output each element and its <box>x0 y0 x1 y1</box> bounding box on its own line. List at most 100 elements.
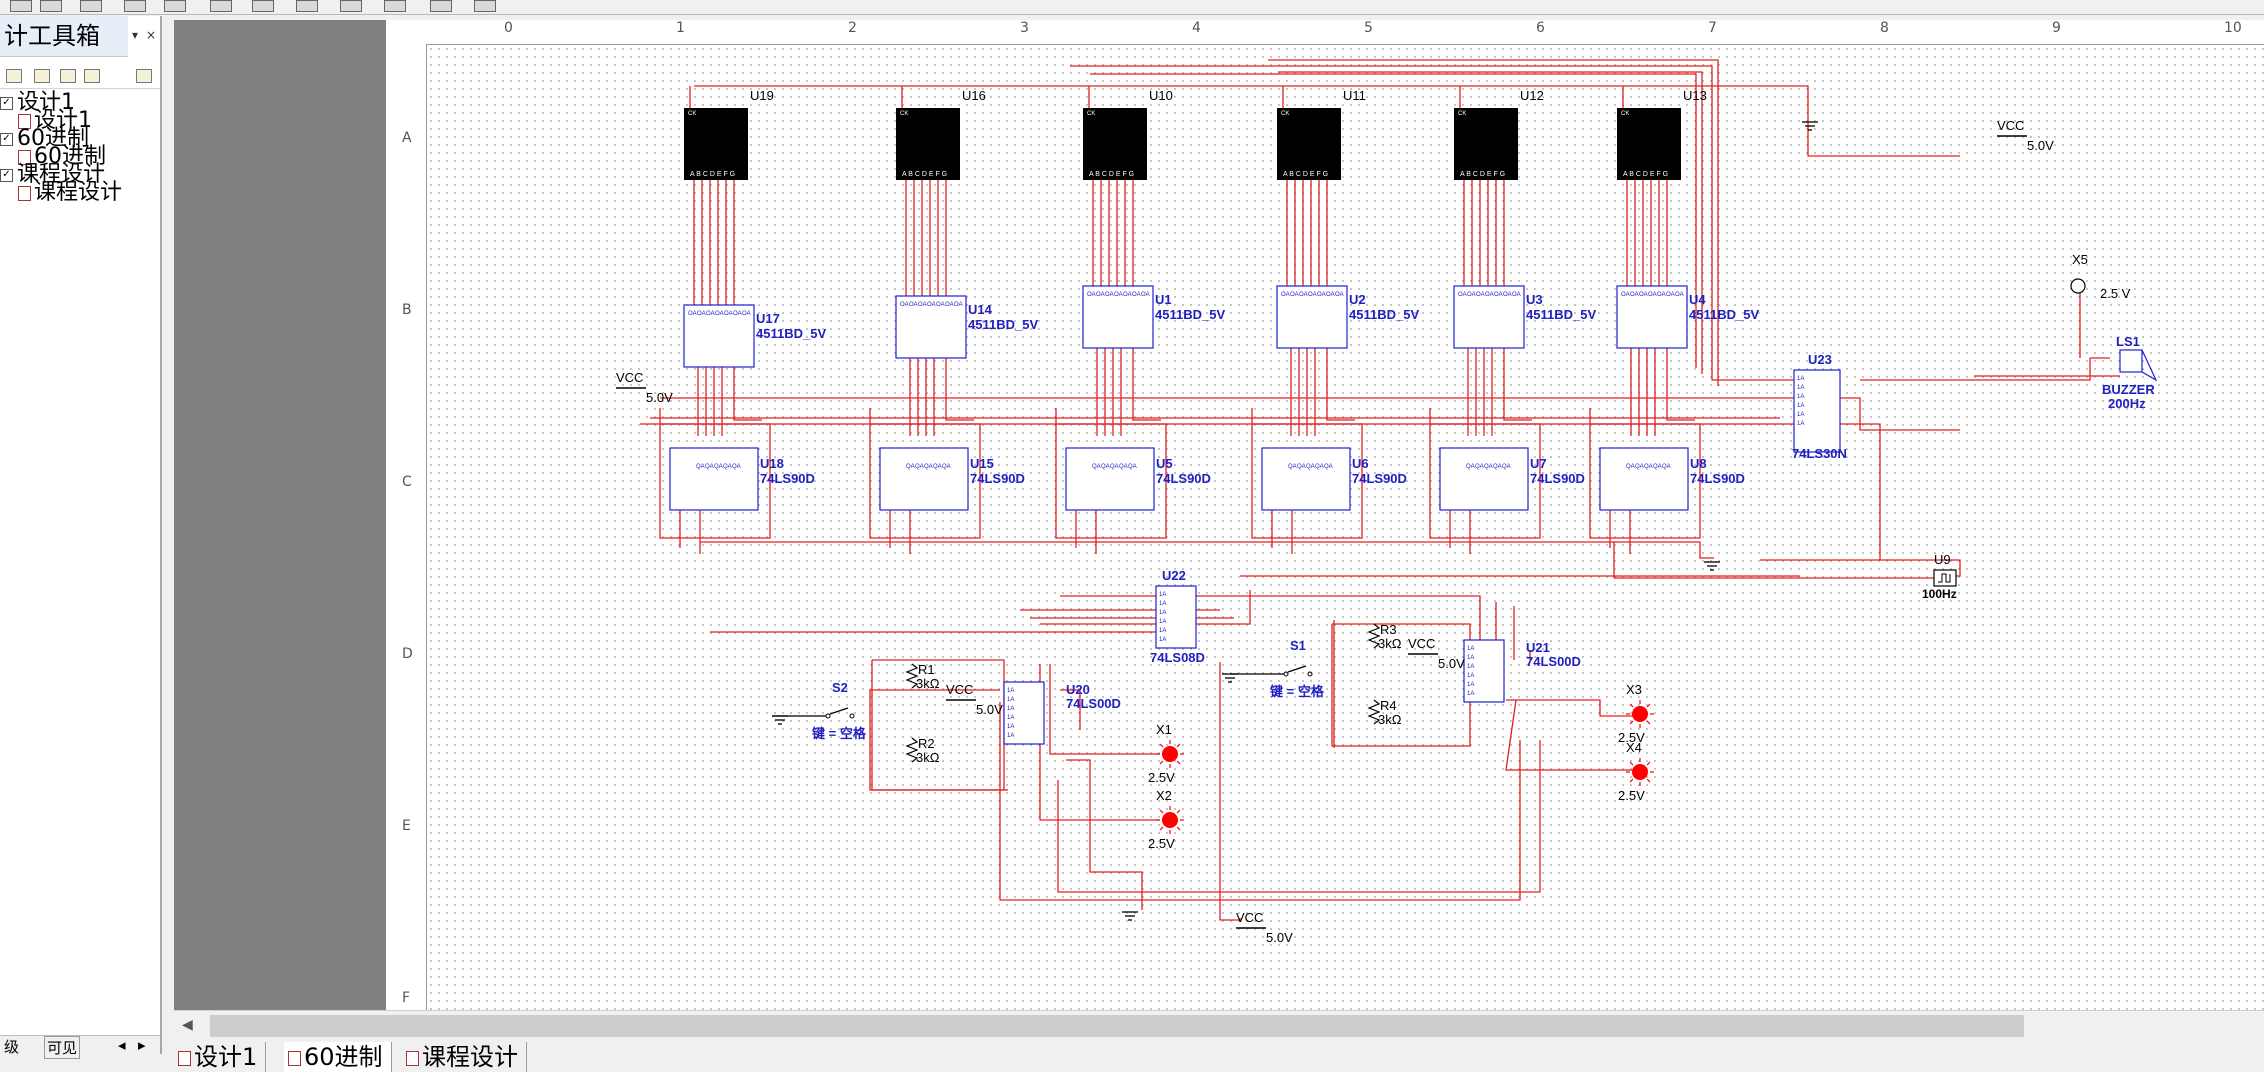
switch-contact[interactable] <box>1283 671 1289 677</box>
scrollbar-thumb[interactable] <box>210 1015 2024 1037</box>
counter-74ls90-chip[interactable] <box>1599 447 1689 511</box>
counter-74ls90-chip[interactable] <box>669 447 759 511</box>
toolbar-tool-icon[interactable] <box>80 0 102 12</box>
probe-ray[interactable] <box>1176 743 1181 748</box>
tree-item-course-design-sheet[interactable]: 课程设计 <box>0 182 122 204</box>
decoder-4511-chip[interactable] <box>895 295 967 359</box>
toolbar-tool-icon[interactable] <box>124 0 146 12</box>
counter-74ls90-chip[interactable] <box>1439 447 1529 511</box>
chip-pin-label: 1A <box>1159 628 1166 634</box>
seven-segment-display[interactable] <box>684 108 748 180</box>
probe-ray[interactable] <box>1629 761 1634 766</box>
checkbox-icon[interactable]: ✓ <box>0 168 13 182</box>
probe-ray[interactable] <box>1646 761 1651 766</box>
scroll-left-icon[interactable]: ◀ <box>182 1017 193 1033</box>
scroll-right-icon[interactable]: ▸ <box>138 1036 146 1054</box>
probe-ray[interactable] <box>1176 760 1181 765</box>
probe-ray[interactable] <box>1629 720 1634 725</box>
toolbar-tool-icon[interactable] <box>384 0 406 12</box>
seven-segment-display[interactable] <box>1617 108 1681 180</box>
resistor-symbol[interactable] <box>905 663 919 689</box>
tab-base60[interactable]: 60进制 <box>284 1042 392 1072</box>
logic-gate-chip[interactable] <box>1793 369 1841 453</box>
close-icon[interactable]: × <box>145 28 157 42</box>
probe-ray[interactable] <box>1159 809 1164 814</box>
toolbar-tool-icon[interactable] <box>430 0 452 12</box>
checkbox-icon[interactable]: ✓ <box>0 132 13 146</box>
logic-gate-chip[interactable] <box>1155 585 1197 649</box>
probe-ray[interactable] <box>1159 743 1164 748</box>
seven-segment-display[interactable] <box>896 108 960 180</box>
schematic-grid[interactable] <box>427 45 2264 1010</box>
toolbar-tool-icon[interactable] <box>164 0 186 12</box>
visibility-tab[interactable]: 可见 <box>44 1036 81 1059</box>
seven-segment-display[interactable] <box>1083 108 1147 180</box>
buzzer-symbol[interactable] <box>2119 349 2143 373</box>
probe-ray[interactable] <box>1159 826 1164 831</box>
probe-ray[interactable] <box>1646 778 1651 783</box>
switch-contact[interactable] <box>825 713 831 719</box>
pin-icon[interactable]: ▾ <box>131 28 139 42</box>
tree-item-base60-sheet[interactable]: 60进制 <box>0 146 122 168</box>
probe-ray[interactable] <box>1159 760 1164 765</box>
resistor-symbol[interactable] <box>905 737 919 763</box>
tree-item-design1-sheet[interactable]: 设计1 <box>0 110 122 132</box>
toolbar-tool-icon[interactable] <box>296 0 318 12</box>
chip-pin-label: QA <box>1644 464 1653 470</box>
probe-lamp[interactable] <box>1632 764 1648 780</box>
probe-ray[interactable] <box>1629 778 1634 783</box>
tree-item-course-design[interactable]: ✓课程设计 <box>0 164 122 186</box>
open-folder-icon[interactable] <box>6 69 22 83</box>
logic-gate-chip[interactable] <box>1003 681 1045 745</box>
switch-contact[interactable] <box>1307 671 1313 677</box>
buzzer-horn[interactable] <box>2141 349 2158 382</box>
probe-ray[interactable] <box>1646 703 1651 708</box>
counter-74ls90-chip[interactable] <box>1261 447 1351 511</box>
counter-74ls90-chip[interactable] <box>1065 447 1155 511</box>
counter-74ls90-chip[interactable] <box>879 447 969 511</box>
settings-icon[interactable] <box>40 0 62 12</box>
decoder-4511-chip[interactable] <box>1082 285 1154 349</box>
decoder-4511-chip[interactable] <box>1276 285 1348 349</box>
seven-segment-display[interactable] <box>1277 108 1341 180</box>
probe-lamp[interactable] <box>1162 746 1178 762</box>
clock-source-symbol[interactable] <box>1933 569 1957 587</box>
decoder-4511-chip[interactable] <box>1616 285 1688 349</box>
scroll-left-icon[interactable]: ◂ <box>118 1036 126 1054</box>
decoder-4511-chip[interactable] <box>683 304 755 368</box>
pushbutton-switch[interactable] <box>829 707 849 715</box>
tab-design1[interactable]: 设计1 <box>174 1042 267 1072</box>
tree-item-base60[interactable]: ✓60进制 <box>0 128 122 150</box>
tab-course-design[interactable]: 课程设计 <box>402 1042 527 1072</box>
probe-lamp[interactable] <box>1632 706 1648 722</box>
horizontal-scrollbar[interactable]: ◀ <box>174 1010 2264 1041</box>
logic-gate-chip[interactable] <box>1463 639 1505 703</box>
toolbar-tool-icon[interactable] <box>210 0 232 12</box>
seven-segment-display[interactable] <box>1454 108 1518 180</box>
save-icon[interactable] <box>34 69 50 83</box>
toolbar-tool-icon[interactable] <box>10 0 32 12</box>
probe-ray[interactable] <box>1176 809 1181 814</box>
probe-lamp[interactable] <box>2070 278 2086 294</box>
settings-icon[interactable] <box>136 69 152 83</box>
decoder-4511-chip[interactable] <box>1453 285 1525 349</box>
toolbar-tool-icon[interactable] <box>340 0 362 12</box>
toolbar-tool-icon[interactable] <box>252 0 274 12</box>
checkbox-icon[interactable]: ✓ <box>0 96 13 110</box>
resistor-symbol[interactable] <box>1367 699 1381 725</box>
tree-item-design1[interactable]: ✓设计1 <box>0 92 122 114</box>
close-doc-icon[interactable] <box>84 69 100 83</box>
square-wave-icon[interactable] <box>1938 573 1951 583</box>
wire <box>871 659 1005 791</box>
probe-lamp[interactable] <box>1162 812 1178 828</box>
probe-ray[interactable] <box>1176 826 1181 831</box>
new-window-icon[interactable] <box>60 69 76 83</box>
probe-ray[interactable] <box>1646 720 1651 725</box>
probe-ray[interactable] <box>1629 703 1634 708</box>
hierarchy-tab[interactable]: 级 <box>4 1038 20 1056</box>
toolbar-tool-icon[interactable] <box>474 0 496 12</box>
pushbutton-switch[interactable] <box>1287 665 1307 673</box>
switch-contact[interactable] <box>849 713 855 719</box>
resistor-symbol[interactable] <box>1367 623 1381 649</box>
